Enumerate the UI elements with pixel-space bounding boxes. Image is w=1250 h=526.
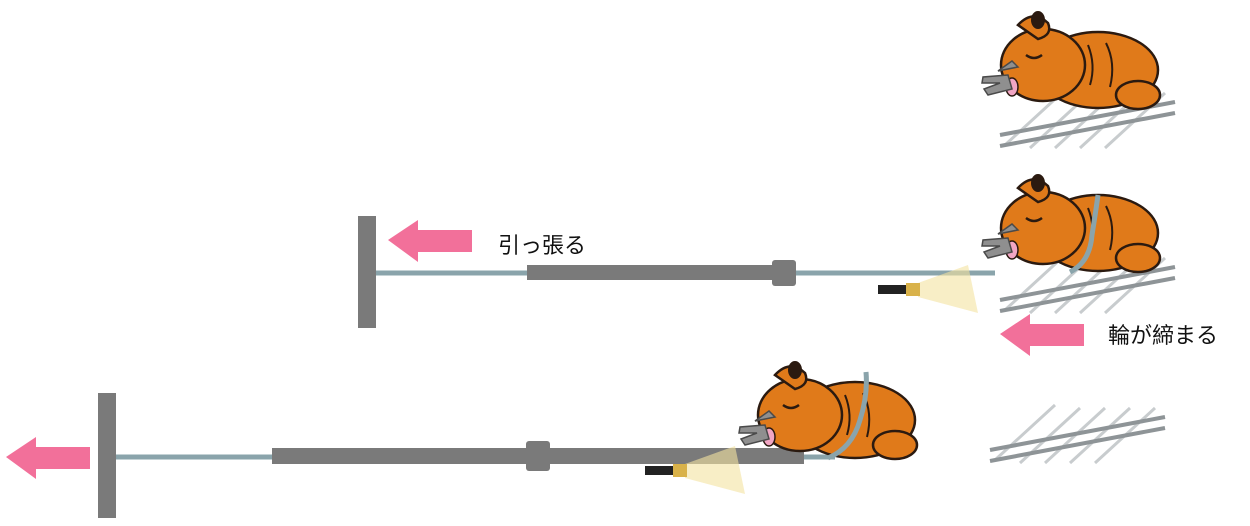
pole-handle-bottom <box>98 393 116 518</box>
noose-bottom <box>826 371 869 461</box>
track-bottom <box>983 393 1167 467</box>
arrow-pull <box>388 220 472 262</box>
noose-middle <box>1068 194 1101 275</box>
arrow-tighten <box>1000 314 1084 356</box>
label-pull: 引っ張る <box>498 234 587 259</box>
label-tighten: 輪が締まる <box>1108 324 1219 349</box>
pole-handle-middle <box>358 216 376 328</box>
grip-middle <box>527 265 777 280</box>
grip-joint-bottom <box>526 441 550 471</box>
mole-middle <box>980 172 1162 274</box>
arrow-pull-bottom <box>6 437 90 479</box>
grip-joint-middle <box>772 260 796 286</box>
mole-top <box>980 9 1162 111</box>
mole-bottom <box>737 359 919 461</box>
